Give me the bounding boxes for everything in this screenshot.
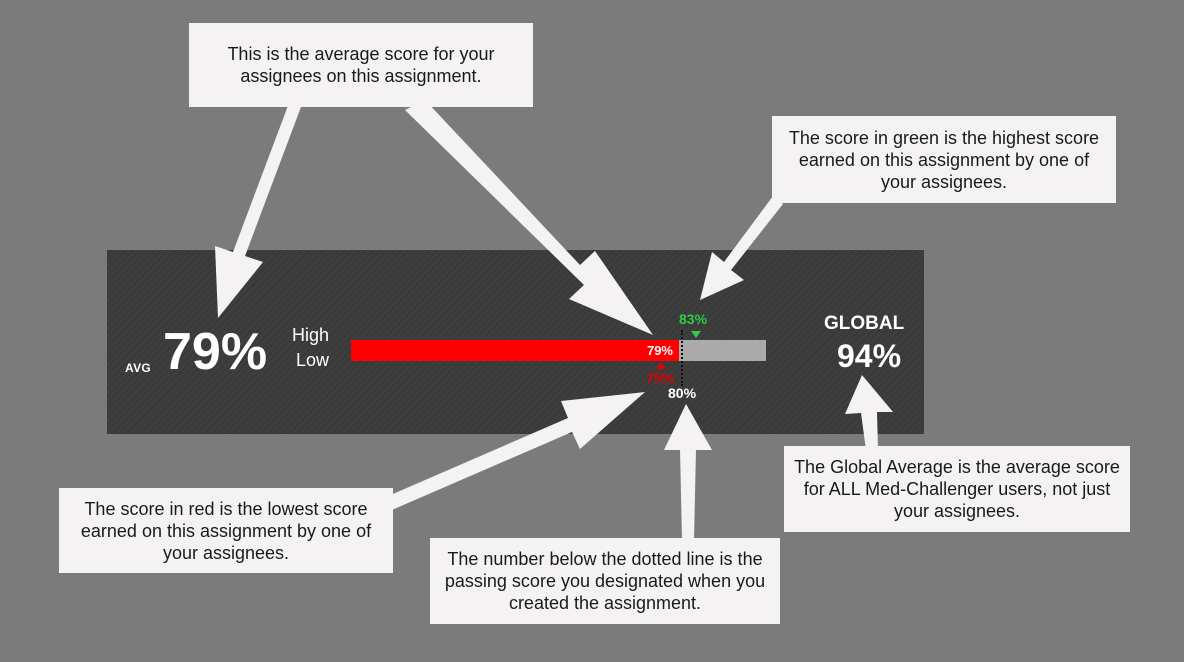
callout-high: The score in green is the highest score … [772, 116, 1116, 203]
arrow-to-avg-icon [215, 103, 301, 318]
global-score-value: 94% [837, 338, 902, 374]
arrow-to-high-icon [700, 196, 783, 300]
avg-label: AVG [125, 361, 152, 375]
arrow-to-low-icon [372, 392, 645, 516]
passing-score-value: 80% [668, 385, 697, 401]
arrow-to-global-icon [845, 375, 893, 450]
bar-average-label: 79% [646, 343, 673, 358]
callout-global: The Global Average is the average score … [784, 446, 1130, 532]
callout-passing: The number below the dotted line is the … [430, 538, 780, 624]
high-label: High [292, 325, 330, 345]
average-score-fill: 79% [351, 340, 679, 361]
callout-average: This is the average score for your assig… [189, 23, 533, 107]
high-score-value: 83% [679, 311, 708, 327]
passing-score-dotted-line [681, 330, 683, 386]
high-marker-icon [691, 331, 701, 338]
global-label: GLOBAL [824, 313, 905, 334]
arrow-to-bar-icon [405, 100, 653, 335]
score-bar-track: 79% [351, 340, 766, 361]
avg-score-value: 79% [163, 323, 268, 381]
low-label: Low [296, 350, 330, 370]
low-marker-icon [656, 362, 666, 369]
callout-low: The score in red is the lowest score ear… [59, 488, 393, 573]
low-score-value: 75% [646, 370, 675, 386]
arrow-to-passing-icon [664, 404, 712, 540]
